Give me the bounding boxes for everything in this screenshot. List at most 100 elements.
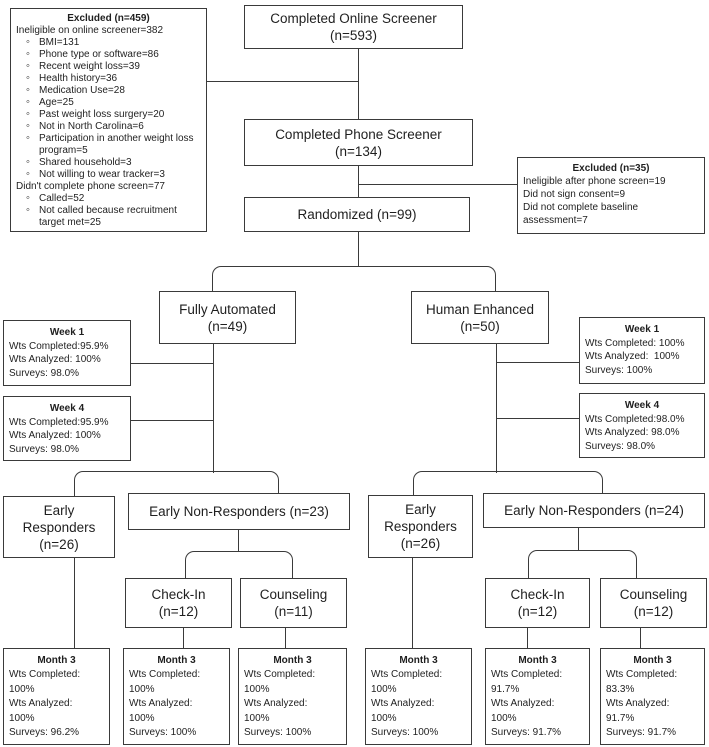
month3-line: 91.7%	[606, 712, 635, 724]
connector-fa-counseling-to-m3	[285, 628, 286, 649]
month3-line: 100%	[9, 712, 35, 724]
month3-line: 91.7%	[491, 683, 520, 695]
box-completed-online-screener: Completed Online Screener (n=593)	[244, 5, 463, 49]
excluded-online-item: ◦Not in North Carolina=6	[11, 120, 206, 133]
excluded-online-item: ◦ Not called because recruitment target m…	[11, 204, 206, 229]
bullet-marker-icon: ◦	[26, 96, 30, 108]
month3-line: 100%	[371, 712, 397, 724]
excluded-online-item: ◦ Shared household=3	[11, 156, 206, 169]
week-title: Week 1	[49, 327, 85, 338]
month3-title: Month 3	[633, 655, 672, 666]
excluded-phone-item: Ineligible after phone screen=19	[523, 176, 666, 187]
connector-he-nonresp-stem	[578, 528, 579, 551]
excluded-online-item-text: Not willing to wear tracker=3	[39, 169, 165, 180]
box-fully-automated: Fully Automated (n=49)	[159, 291, 296, 344]
box-fa-check-in: Check-In (n=12)	[125, 578, 232, 628]
excluded-online-item: Ineligible on online screener=382	[16, 25, 164, 36]
connector-online-to-phone	[358, 49, 359, 119]
week-line: Surveys: 98.0%	[9, 443, 80, 455]
bullet-marker-icon: ◦	[26, 108, 30, 120]
connector-fa-week4	[131, 420, 214, 421]
month3-line: Surveys: 100%	[371, 727, 439, 739]
month3-line: 100%	[244, 683, 270, 695]
month3-line: 100%	[129, 712, 155, 724]
month3-line: Wts Completed:	[606, 669, 678, 681]
excluded-online-item-text: Shared household=3	[39, 157, 132, 168]
box-month3-he-early-responders: Month 3 Wts Completed: 100% Wts Analyzed…	[365, 648, 472, 745]
week-line: Surveys: 98.0%	[585, 440, 656, 452]
week-line: Wts Completed:98.0%	[585, 413, 685, 425]
box-month3-fa-counseling: Month 3 Wts Completed: 100% Wts Analyzed…	[238, 648, 347, 745]
month3-line: Wts Completed:	[371, 669, 443, 681]
week-line: Surveys: 98.0%	[9, 367, 80, 379]
month3-title: Month 3	[157, 655, 196, 666]
excluded-online-item: ◦ Age=25	[11, 96, 206, 109]
box-line: Early Non-Responders (n=23)	[149, 504, 329, 519]
month3-line: 100%	[371, 683, 397, 695]
excluded-online-item-text: Age=25	[39, 97, 74, 108]
week-title: Week 4	[624, 400, 660, 411]
excluded-online-item: ◦Medication Use=28	[11, 84, 206, 97]
bullet-marker-icon: ◦	[26, 84, 30, 96]
month3-line: Wts Analyzed:	[371, 698, 435, 710]
connector-he-resp-to-m3	[412, 558, 413, 649]
box-he-early-non-responders: Early Non-Responders (n=24)	[483, 493, 705, 528]
excluded-online-item: ◦Recent weight loss=39	[11, 60, 206, 73]
box-line: (n=12)	[633, 604, 674, 619]
box-he-check-in: Check-In (n=12)	[485, 578, 590, 628]
month3-line: Surveys: 91.7%	[491, 727, 562, 739]
month3-line: 83.3%	[606, 683, 635, 695]
excluded-online-item-text: Not called because recruitment target me…	[39, 205, 180, 228]
box-fa-week4: Week 4 Wts Completed:95.9% Wts Analyzed:…	[3, 396, 131, 461]
month3-line: Wts Analyzed:	[129, 698, 193, 710]
box-line: (n=11)	[274, 604, 313, 619]
excluded-online-item: ◦Participation in another weight loss pr…	[11, 132, 206, 157]
bracket-he-sub-split	[528, 550, 637, 578]
excluded-online-item: ◦Health history=36	[11, 72, 206, 85]
month3-line: Wts Completed:	[9, 669, 81, 681]
excluded-online-item-text: Phone type or software=86	[39, 49, 159, 60]
week-line: Wts Analyzed: 98.0%	[585, 427, 680, 438]
week-line: Wts Analyzed: 100%	[9, 430, 101, 441]
excluded-online-item-text: Past weight loss surgery=20	[39, 109, 165, 120]
bullet-marker-icon: ◦	[26, 120, 30, 132]
connector-he-checkin-to-m3	[527, 628, 528, 649]
box-he-week4: Week 4 Wts Completed:98.0% Wts Analyzed:…	[579, 393, 705, 458]
bullet-marker-icon: ◦	[26, 72, 30, 84]
bullet-marker-icon: ◦	[26, 60, 30, 72]
excluded-online-item-text: BMI=131	[39, 37, 80, 48]
month3-line: Surveys: 96.2%	[9, 727, 80, 739]
box-line: Human Enhanced	[425, 301, 535, 317]
week-title: Week 4	[49, 403, 85, 414]
box-line: (n=12)	[517, 604, 558, 619]
bullet-marker-icon: ◦	[26, 204, 30, 216]
month3-line: 100%	[491, 712, 517, 724]
month3-line: 100%	[9, 683, 35, 695]
week-title: Week 1	[624, 324, 660, 335]
month3-line: Wts Analyzed:	[606, 698, 670, 710]
box-line: Counseling	[259, 587, 328, 602]
bullet-marker-icon: ◦	[26, 48, 30, 60]
box-line: Completed Online Screener	[270, 11, 437, 26]
connector-fa-resp-to-m3	[74, 558, 75, 649]
box-month3-he-counseling: Month 3 Wts Completed: 83.3% Wts Analyze…	[600, 648, 705, 745]
week-line: Wts Completed:95.9%	[9, 340, 109, 352]
box-line: (n=26)	[400, 536, 441, 551]
excluded-online-item: ◦BMI=131	[11, 36, 206, 49]
connector-he-counseling-to-m3	[640, 628, 641, 649]
box-excluded-phone: Excluded (n=35) Ineligible after phone s…	[517, 157, 705, 234]
month3-line: Surveys: 91.7%	[606, 727, 677, 739]
bullet-marker-icon: ◦	[26, 156, 30, 168]
box-line: Early Non-Responders (n=24)	[504, 503, 684, 518]
bullet-marker-icon: ◦	[26, 192, 30, 204]
month3-line: 100%	[129, 683, 155, 695]
month3-line: Wts Completed:	[491, 669, 563, 681]
excluded-online-item: ◦ Phone type or software=86	[11, 48, 206, 61]
month3-line: Wts Analyzed:	[244, 698, 308, 710]
week-line: Wts Completed:95.9%	[9, 416, 109, 428]
month3-line: 100%	[244, 712, 270, 724]
bracket-fa-responder-split	[74, 471, 279, 496]
box-line: (n=50)	[460, 318, 500, 334]
box-line: Early	[405, 502, 436, 517]
